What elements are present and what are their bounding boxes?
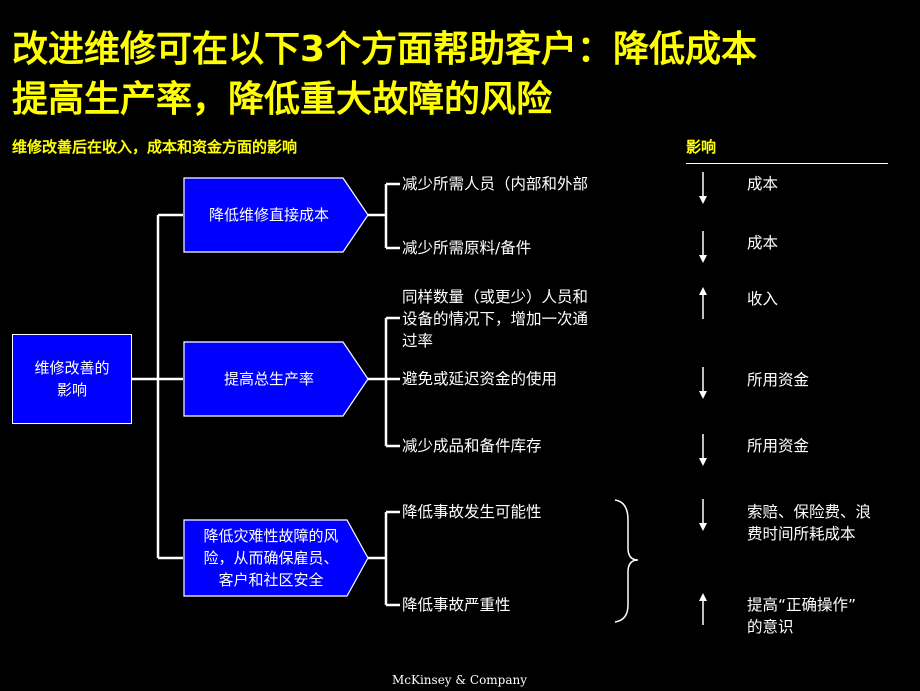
category-label: 提高总生产率 — [223, 370, 314, 388]
category-label-line3: 客户和社区安全 — [218, 571, 324, 589]
leaf-reduce-staff: 减少所需人员（内部和外部 — [402, 175, 589, 193]
category-label-line2: 险，从而确保雇员、 — [203, 549, 339, 567]
down-arrow-icon — [699, 231, 707, 263]
effect-revenue: 收入 — [747, 290, 779, 308]
leaf-throughput-line1: 同样数量（或更少）人员和 — [402, 288, 589, 306]
leaf-throughput-line2: 设备的情况下，增加一次通 — [402, 310, 589, 328]
category-box-direct-cost: 降低维修直接成本 — [183, 177, 369, 253]
category-box-productivity: 提高总生产率 — [183, 341, 369, 417]
effect-cost: 成本 — [747, 234, 779, 252]
effect-awareness: 提高“正确操作” 的意识 — [747, 594, 856, 638]
effect-claims-line1: 索赔、保险费、浪 — [747, 503, 872, 521]
up-arrow-icon — [699, 287, 707, 319]
company-logo: McKinsey & Company — [392, 673, 528, 687]
down-arrow-icon — [699, 172, 707, 204]
effect-awareness-line2: 的意识 — [747, 618, 794, 636]
brace-shape — [614, 499, 639, 623]
effect-claims-line2: 费时间所耗成本 — [747, 525, 856, 543]
leaf-reduce-probability: 降低事故发生可能性 — [402, 503, 542, 521]
down-arrow-icon — [699, 367, 707, 399]
impact-column-header: 影响 — [686, 138, 717, 156]
effect-cost: 成本 — [747, 175, 779, 193]
effect-capital: 所用资金 — [747, 437, 810, 455]
effect-capital: 所用资金 — [747, 371, 810, 389]
down-arrow-icon — [699, 434, 707, 466]
page-title-line1: 改进维修可在以下3个方面帮助客户：降低成本 — [12, 29, 758, 70]
category-label: 降低维修直接成本 — [208, 206, 329, 224]
category-box-risk: 降低灾难性故障的风 险，从而确保雇员、 客户和社区安全 — [183, 519, 369, 597]
root-label-line2: 影响 — [56, 381, 87, 399]
leaf-reduce-materials: 减少所需原料/备件 — [402, 239, 532, 257]
subtitle: 维修改善后在收入，成本和资金方面的影响 — [12, 138, 298, 156]
effect-claims: 索赔、保险费、浪 费时间所耗成本 — [747, 501, 871, 545]
leaf-throughput-line3: 过率 — [402, 332, 434, 350]
effect-awareness-line1: 提高“正确操作” — [747, 596, 857, 614]
leaf-defer-capital: 避免或延迟资金的使用 — [402, 370, 558, 388]
leaf-throughput: 同样数量（或更少）人员和 设备的情况下，增加一次通 过率 — [402, 286, 588, 352]
leaf-reduce-inventory: 减少成品和备件库存 — [402, 437, 542, 455]
down-arrow-icon — [699, 499, 707, 531]
header-rule — [686, 163, 888, 164]
up-arrow-icon — [699, 593, 707, 625]
category-label-line1: 降低灾难性故障的风 — [203, 527, 339, 545]
leaf-reduce-severity: 降低事故严重性 — [402, 596, 511, 614]
page-title-line2: 提高生产率，降低重大故障的风险 — [12, 79, 553, 120]
root-box: 维修改善的 影响 — [12, 334, 132, 424]
root-label-line1: 维修改善的 — [34, 359, 110, 377]
